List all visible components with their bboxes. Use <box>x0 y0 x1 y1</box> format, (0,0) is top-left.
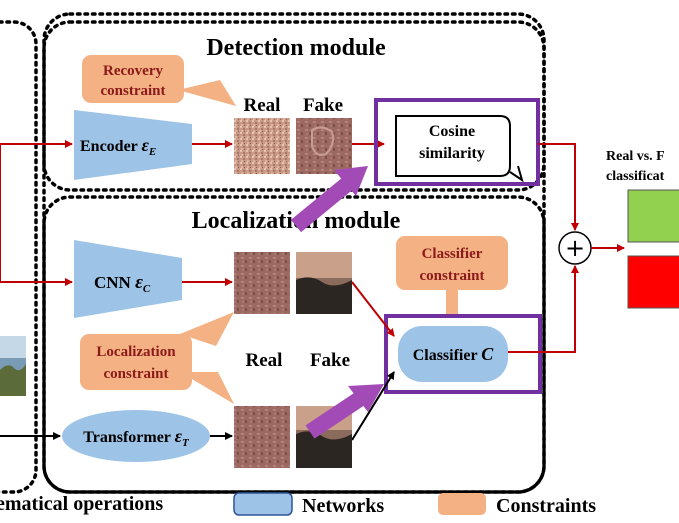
legend-networks-label: Networks <box>302 495 384 517</box>
cosine-line2: similarity <box>419 145 485 162</box>
localization-constraint-box <box>80 334 192 390</box>
transformer-label: Transformer εT <box>83 426 190 449</box>
output-fake-class-box <box>627 255 679 309</box>
classifier-constraint-box <box>396 236 508 290</box>
highlight-arrow-upper-shaft <box>290 173 358 233</box>
cnn-shape <box>74 240 182 318</box>
sum-operator-symbol: + <box>565 234 585 262</box>
classifier-box <box>398 326 508 382</box>
transformer-features-to-classifier-arrow <box>351 371 395 441</box>
cnn-label: CNN εC <box>94 272 151 295</box>
localization-constraint-pointer-up <box>180 312 234 346</box>
detection-real-label: Real <box>244 95 281 116</box>
cosine-line1: Cosine <box>429 123 475 140</box>
transformer-shape <box>62 410 210 462</box>
detection-fake-label: Fake <box>303 95 343 116</box>
recovery-constraint-box <box>82 55 184 103</box>
input-image-sky <box>0 336 26 358</box>
cnn-features-to-classifier-arrow <box>351 281 395 337</box>
localization-fake-label: Fake <box>310 350 350 371</box>
detection-fake-feature-texture <box>311 126 335 156</box>
recovery-constraint-line1: Recovery <box>103 63 163 79</box>
cnn-real-feature-image <box>234 252 290 314</box>
output-title-line1: Real vs. F <box>606 149 665 164</box>
localization-real-label: Real <box>246 350 283 371</box>
classifier-constraint-line1: Classifier <box>422 246 483 262</box>
left-module-border <box>0 20 38 494</box>
detection-module-border <box>42 20 546 192</box>
cosine-highlight-frame <box>374 98 540 186</box>
legend-constraints-label: Constraints <box>496 495 596 517</box>
cosine-to-sum-arrow <box>538 143 579 231</box>
transformer-real-feature-image <box>234 406 290 468</box>
classifier-to-sum-arrow <box>508 265 579 353</box>
cosine-similarity-box <box>395 115 524 183</box>
legend-operations-label: ematical operations <box>0 493 163 515</box>
output-title-line2: classificat <box>606 169 665 184</box>
highlight-arrow-lower-shaft <box>305 389 369 439</box>
detection-real-feature-image <box>234 118 290 174</box>
localization-constraint-line1: Localization <box>96 344 176 360</box>
encoder-label: Encoder εE <box>80 135 156 158</box>
recovery-constraint-pointer <box>178 80 236 106</box>
recovery-constraint-line2: constraint <box>101 83 166 99</box>
transformer-fake-image-ground <box>296 431 352 468</box>
cnn-fake-image-ground <box>296 277 352 314</box>
localization-constraint-pointer-down <box>180 372 234 404</box>
legend-constraints-swatch <box>438 493 486 515</box>
localization-module-border <box>42 195 546 494</box>
classifier-constraint-line2: constraint <box>420 268 485 284</box>
encoder-shape <box>74 110 192 180</box>
detection-fake-feature-image <box>296 118 352 174</box>
highlight-arrow-upper-head <box>334 166 368 196</box>
classifier-label: Classifier C <box>413 344 495 364</box>
cnn-fake-image-sky <box>296 252 352 278</box>
input-image-trees <box>0 364 26 396</box>
localization-constraint-line2: constraint <box>104 366 169 382</box>
classifier-constraint-connector <box>446 290 458 318</box>
legend-networks-swatch <box>233 492 293 516</box>
output-real-class-box <box>627 189 679 243</box>
highlight-arrow-lower-head <box>348 384 384 412</box>
detection-module-title: Detection module <box>206 35 386 61</box>
classifier-highlight-frame <box>384 314 542 394</box>
